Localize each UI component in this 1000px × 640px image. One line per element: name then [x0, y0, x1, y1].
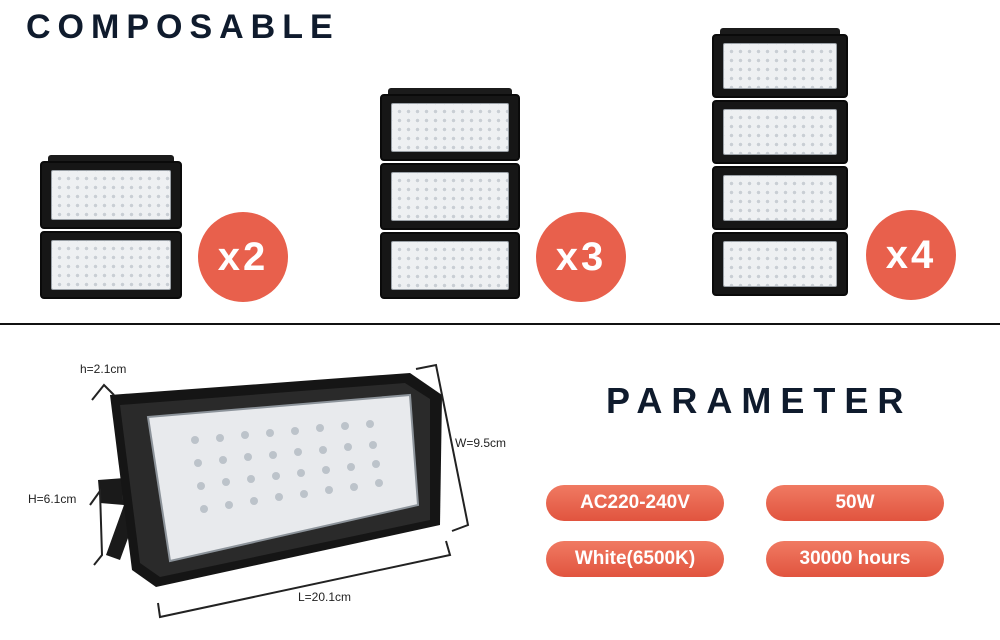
dimension-height-label: H=6.1cm	[28, 492, 77, 506]
spec-voltage: AC220-240V	[546, 485, 724, 521]
floodlight-panel-icon	[380, 94, 520, 161]
floodlight-panel-icon	[712, 100, 848, 164]
floodlight-panel-icon	[712, 232, 848, 296]
composable-title: COMPOSABLE	[26, 8, 340, 46]
spec-power: 50W	[766, 485, 944, 521]
floodlight-stack-2	[40, 155, 182, 300]
spec-lifetime: 30000 hours	[766, 541, 944, 577]
floodlight-panel-icon	[712, 34, 848, 98]
multiplier-badge-x2: x2	[198, 212, 288, 302]
multiplier-badge-x3: x3	[536, 212, 626, 302]
section-divider	[0, 323, 1000, 325]
floodlight-stack-4	[712, 28, 848, 300]
dimension-w-label: W=9.5cm	[455, 436, 507, 450]
floodlight-panel-icon	[40, 161, 182, 229]
dimension-h-label: h=2.1cm	[80, 362, 127, 376]
parameter-title: PARAMETER	[606, 380, 913, 421]
floodlight-panel-icon	[380, 163, 520, 230]
floodlight-stack-3	[380, 88, 520, 300]
multiplier-badge-x4: x4	[866, 210, 956, 300]
floodlight-panel-icon	[40, 231, 182, 299]
spec-color-temp: White(6500K)	[546, 541, 724, 577]
floodlight-panel-icon	[380, 232, 520, 299]
dimension-length-label: L=20.1cm	[298, 590, 352, 604]
floodlight-product-icon	[89, 363, 470, 619]
floodlight-panel-icon	[712, 166, 848, 230]
